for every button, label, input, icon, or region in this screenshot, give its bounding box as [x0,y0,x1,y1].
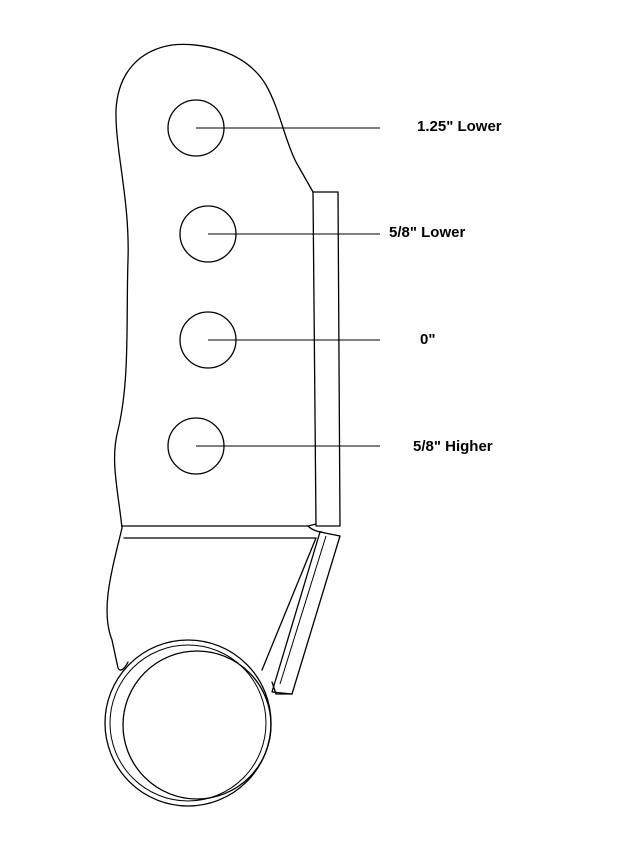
hole-label-1-25-lower: 1.25" Lower [417,118,502,135]
bracket-plate-outline [106,43,314,671]
plate-seam [121,523,317,527]
plate-lower-edge [261,537,317,671]
tube-mid [109,644,267,802]
hole-label-0: 0" [420,331,436,348]
hole-label-5-8-higher: 5/8" Higher [413,438,493,455]
angled-brace [271,531,341,695]
hole-label-5-8-lower: 5/8" Lower [389,224,466,241]
side-bar [312,191,341,527]
tube-inner [122,650,272,800]
brace-foot [271,681,293,695]
seam-joint [307,525,323,533]
angled-brace-inner [279,535,327,685]
